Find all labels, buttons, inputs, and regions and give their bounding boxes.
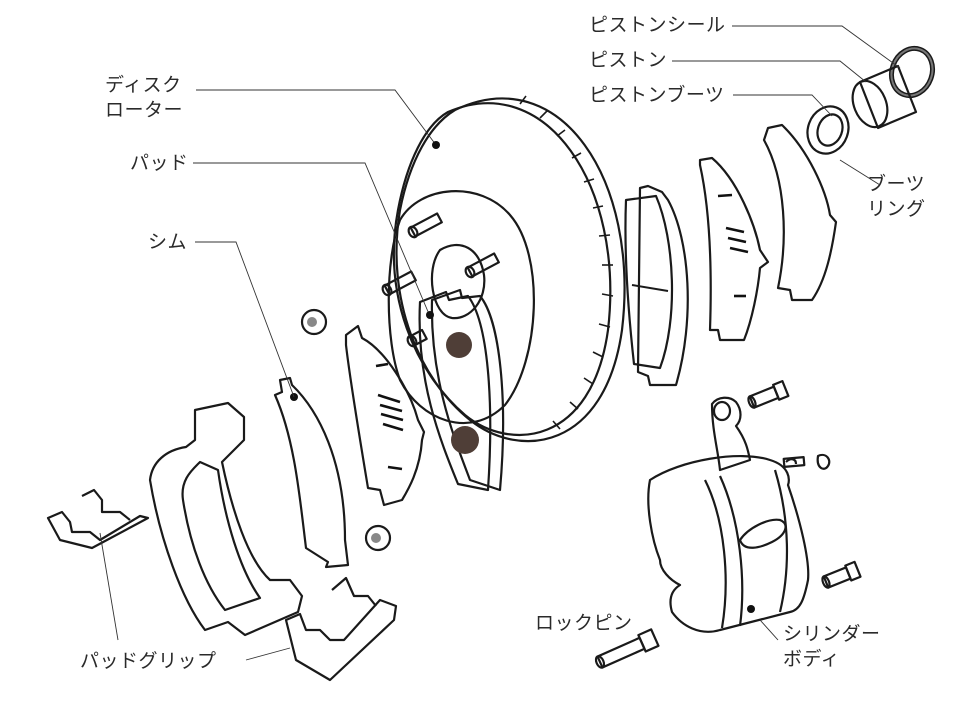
rotor-vents	[519, 95, 614, 430]
label-pad-clip: パッドグリップ	[80, 650, 217, 672]
pad-clip-right	[284, 576, 398, 682]
lock-pin	[594, 628, 660, 669]
label-lock-pin: ロックピン	[535, 612, 633, 634]
label-boot-ring-line1: ブーツ	[867, 173, 926, 195]
shim-outer-left	[698, 156, 770, 342]
label-disc-rotor-line2: ローター	[105, 99, 184, 121]
caliper-cylinder-body	[647, 396, 810, 633]
guide-bolt-upper	[747, 379, 790, 409]
shim-inner-left	[273, 376, 350, 569]
caliper-bracket	[148, 401, 304, 637]
label-disc-rotor-line1: ディスク	[105, 74, 182, 96]
label-shim: シム	[148, 231, 188, 253]
wheel-studs	[381, 212, 500, 348]
bushing-upper	[300, 308, 328, 336]
label-cylinder-body-line1: シリンダー	[783, 623, 881, 645]
shim-outer-right	[762, 123, 838, 302]
label-boot-ring-line2: リング	[867, 198, 926, 220]
label-piston: ピストン	[589, 49, 668, 71]
pad-clip-left	[46, 488, 150, 550]
label-pad: パッド	[130, 152, 189, 174]
label-piston-seal: ピストンシール	[589, 14, 726, 36]
bleeder-screw	[782, 453, 831, 470]
inner-brake-pad	[418, 288, 505, 492]
label-piston-boot: ピストンブーツ	[589, 84, 725, 106]
bushing-lower	[364, 524, 392, 552]
label-cylinder-body-line2: ボディ	[783, 648, 841, 670]
leader-lines	[99, 25, 901, 661]
piston	[851, 64, 918, 130]
piston-seal	[888, 45, 936, 99]
piston-boot	[806, 105, 850, 155]
disc-rotor	[381, 95, 626, 443]
outer-brake-pad	[624, 184, 689, 387]
guide-bolt-lower	[821, 560, 862, 589]
shim-inner-right	[344, 324, 426, 507]
